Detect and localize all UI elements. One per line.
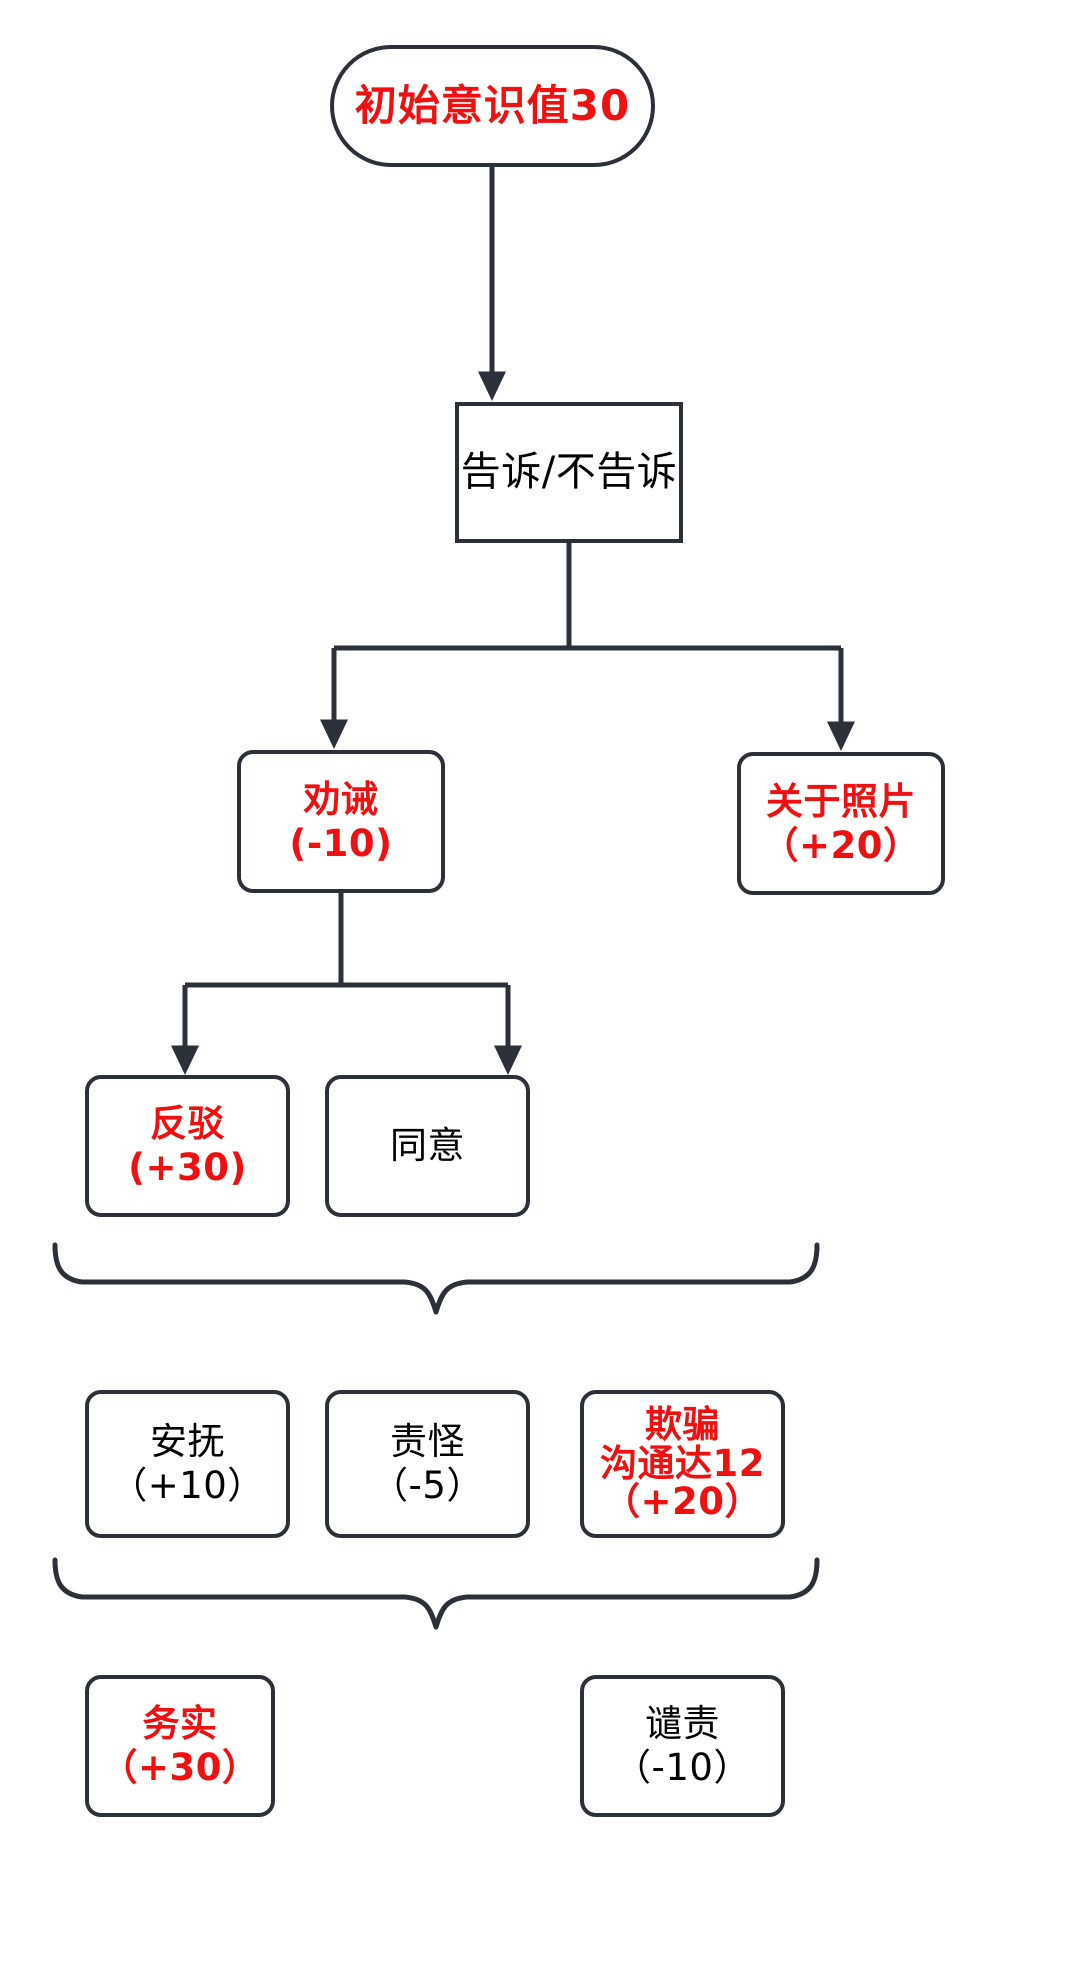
node-about-photo[interactable]: 关于照片 （+20） bbox=[737, 752, 945, 895]
node-label-line: 安抚 bbox=[150, 1420, 225, 1464]
node-score-line: （+10） bbox=[110, 1464, 265, 1507]
node-condemn[interactable]: 谴责 （-10） bbox=[580, 1675, 785, 1817]
node-label-line: 关于照片 bbox=[766, 779, 916, 823]
node-score-line: （+30） bbox=[100, 1746, 260, 1789]
node-advise[interactable]: 劝诫 (-10) bbox=[237, 750, 445, 893]
node-blame[interactable]: 责怪 （-5） bbox=[325, 1390, 530, 1538]
node-score-line: （-10） bbox=[614, 1746, 751, 1789]
node-label-line: 责怪 bbox=[390, 1420, 465, 1464]
node-label-line: 反驳 bbox=[150, 1102, 225, 1146]
node-label-line: 谴责 bbox=[645, 1702, 720, 1746]
node-score-line: （-5） bbox=[371, 1464, 484, 1507]
edge-tell-to-children bbox=[320, 543, 856, 751]
node-label-line: 欺骗 bbox=[645, 1402, 720, 1446]
node-label-line: 同意 bbox=[390, 1124, 465, 1168]
node-label-line: 初始意识值30 bbox=[354, 81, 631, 131]
node-label-line: 告诉/不告诉 bbox=[460, 448, 678, 495]
node-score-line: (-10) bbox=[289, 821, 393, 865]
node-initial-awareness[interactable]: 初始意识值30 bbox=[330, 45, 655, 167]
node-deceive[interactable]: 欺骗 沟通达12 （+20） bbox=[580, 1390, 785, 1538]
node-agree[interactable]: 同意 bbox=[325, 1075, 530, 1217]
node-condition-line: 沟通达12 bbox=[600, 1441, 765, 1485]
node-tell-or-not[interactable]: 告诉/不告诉 bbox=[455, 402, 683, 543]
node-score-line: (+30) bbox=[128, 1146, 247, 1189]
brace-upper bbox=[52, 1242, 820, 1315]
node-refute[interactable]: 反驳 (+30) bbox=[85, 1075, 290, 1217]
edge-advise-to-children bbox=[171, 893, 523, 1075]
brace-lower bbox=[52, 1557, 820, 1630]
node-label-line: 劝诫 bbox=[303, 777, 379, 821]
node-label-line: 务实 bbox=[142, 1702, 218, 1746]
node-score-line: （+20） bbox=[761, 823, 921, 867]
node-soothe[interactable]: 安抚 （+10） bbox=[85, 1390, 290, 1538]
node-pragmatic[interactable]: 务实 （+30） bbox=[85, 1675, 275, 1817]
node-score-line: （+20） bbox=[603, 1480, 762, 1524]
